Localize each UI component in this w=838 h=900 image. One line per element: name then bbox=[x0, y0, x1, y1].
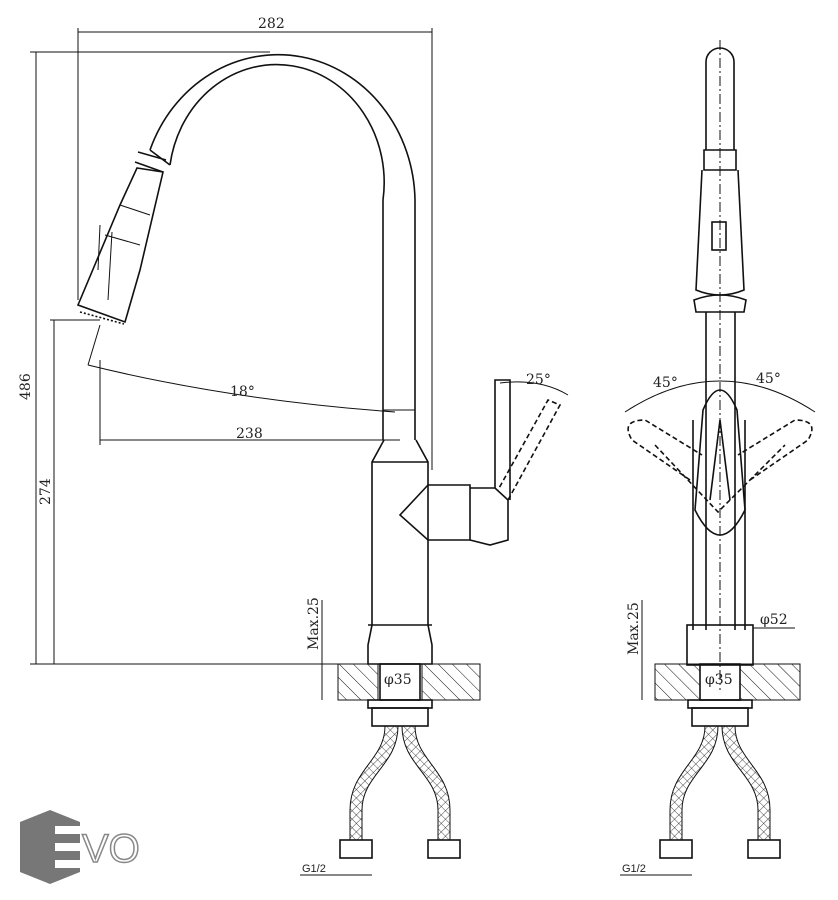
side-view: 282 486 274 18° 238 bbox=[18, 16, 569, 876]
dimension-overall-reach: 282 bbox=[77, 16, 433, 470]
label-g12-front: G1/2 bbox=[622, 863, 646, 875]
label-238: 238 bbox=[236, 426, 263, 442]
dimension-spout-reach: 18° 238 bbox=[87, 324, 400, 445]
label-282: 282 bbox=[258, 16, 285, 32]
svg-text:VO: VO bbox=[82, 827, 140, 871]
front-view: 45° 45° φ52 φ35 Max.25 G1/2 bbox=[620, 40, 816, 876]
label-274: 274 bbox=[38, 478, 54, 505]
label-g12-side: G1/2 bbox=[302, 863, 326, 875]
evo-logo: VO bbox=[20, 810, 141, 884]
spout bbox=[76, 53, 416, 440]
label-phi52: φ52 bbox=[760, 612, 788, 628]
label-25-deg: 25° bbox=[526, 372, 551, 388]
deck-section-side: Max.25 φ35 bbox=[306, 597, 481, 727]
label-18-deg: 18° bbox=[230, 384, 255, 400]
label-45-right: 45° bbox=[756, 371, 781, 387]
faucet-body: 25° bbox=[367, 372, 569, 665]
dimension-spout-height: 274 bbox=[38, 319, 100, 664]
dimension-total-height: 486 bbox=[18, 51, 340, 665]
label-45-left: 45° bbox=[653, 375, 678, 391]
label-phi35-front: φ35 bbox=[705, 672, 733, 688]
label-486: 486 bbox=[18, 373, 34, 400]
hoses-side: G1/2 bbox=[300, 725, 461, 876]
label-max25-front: Max.25 bbox=[626, 602, 642, 655]
label-phi35-side: φ35 bbox=[384, 672, 412, 688]
label-max25-side: Max.25 bbox=[306, 597, 322, 650]
